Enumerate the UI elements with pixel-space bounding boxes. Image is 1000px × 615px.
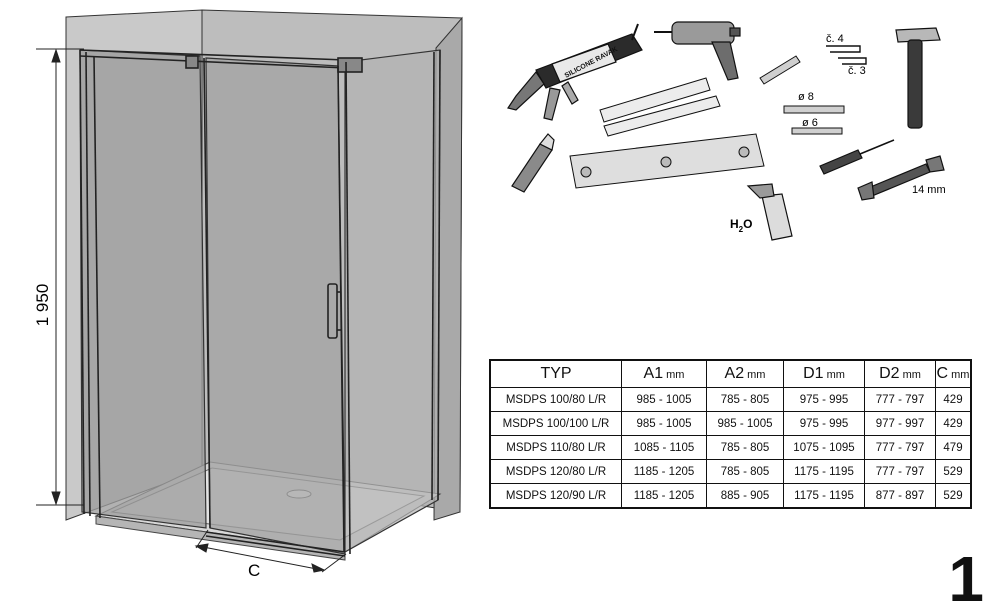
table-cell: 1175 - 1195 — [783, 459, 865, 484]
table-cell: 1185 - 1205 — [621, 459, 707, 484]
table-cell: 479 — [935, 435, 972, 460]
drill-bit-6-label: ø 6 — [802, 117, 818, 129]
table-cell: 529 — [935, 459, 972, 484]
table-cell: MSDPS 110/80 L/R — [489, 435, 622, 460]
table-cell: 877 - 897 — [864, 483, 936, 509]
wrench-icon — [857, 155, 945, 201]
table-cell: 777 - 797 — [864, 435, 936, 460]
screwdriver-icon — [819, 139, 895, 175]
spirit-level-icon — [569, 133, 765, 189]
drill-icon — [654, 21, 741, 81]
height-label: 1 950 — [33, 284, 52, 327]
table-cell: 985 - 1005 — [621, 387, 707, 412]
utility-knife-icon — [511, 133, 555, 193]
column-header-typ: TYP — [489, 359, 622, 388]
table-cell: 985 - 1005 — [706, 411, 784, 436]
water-label: H2O — [730, 217, 752, 234]
height-dimension — [36, 48, 84, 506]
table-cell: 885 - 905 — [706, 483, 784, 509]
hammer-icon — [895, 27, 941, 129]
frame-profiles — [79, 49, 441, 557]
table-cell: 977 - 997 — [864, 411, 936, 436]
hex-key-icon — [826, 45, 867, 65]
drill-bit-icon — [783, 105, 845, 135]
table-cell: 1085 - 1105 — [621, 435, 707, 460]
width-label: C — [248, 561, 260, 580]
hex-key-3-label: č. 3 — [848, 65, 866, 77]
table-row: MSDPS 100/100 L/R 985 - 1005 985 - 1005 … — [489, 411, 972, 436]
table-cell: 785 - 805 — [706, 435, 784, 460]
table-row: MSDPS 110/80 L/R 1085 - 1105 785 - 805 1… — [489, 435, 972, 460]
table-row: MSDPS 120/90 L/R 1185 - 1205 885 - 905 1… — [489, 483, 972, 509]
shower-enclosure-diagram: 1 950 C — [33, 9, 463, 580]
silicone-gun-icon — [507, 23, 643, 121]
table-cell: 777 - 797 — [864, 459, 936, 484]
table-row: MSDPS 120/80 L/R 1185 - 1205 785 - 805 1… — [489, 459, 972, 484]
table-cell: 975 - 995 — [783, 387, 865, 412]
table-cell: MSDPS 120/80 L/R — [489, 459, 622, 484]
table-cell: 785 - 805 — [706, 387, 784, 412]
table-row: MSDPS 100/80 L/R 985 - 1005 785 - 805 97… — [489, 387, 972, 412]
table-cell: 777 - 797 — [864, 387, 936, 412]
table-cell: 529 — [935, 483, 972, 509]
table-cell: MSDPS 120/90 L/R — [489, 483, 622, 509]
width-dimension — [194, 529, 347, 573]
table-cell: 985 - 1005 — [621, 411, 707, 436]
tools-illustration: SILICONE RAVAK č. 4 č. 3 ø 8 ø 6 — [507, 21, 946, 241]
folding-rule-icon — [599, 77, 721, 137]
step-number: 1 — [948, 543, 984, 615]
table-cell: 1185 - 1205 — [621, 483, 707, 509]
table-cell: 975 - 995 — [783, 411, 865, 436]
drill-bit-8-label: ø 8 — [798, 91, 814, 103]
table-cell: 785 - 805 — [706, 459, 784, 484]
spray-bottle-icon — [746, 183, 793, 241]
wrench-size-label: 14 mm — [912, 184, 946, 196]
table-cell: MSDPS 100/80 L/R — [489, 387, 622, 412]
glass-panels — [79, 49, 441, 555]
door-handle-icon — [327, 283, 341, 339]
table-cell: 1075 - 1095 — [783, 435, 865, 460]
table-cell: MSDPS 100/100 L/R — [489, 411, 622, 436]
table-cell: 1175 - 1195 — [783, 483, 865, 509]
hex-key-4-label: č. 4 — [826, 33, 844, 45]
pencil-icon — [759, 55, 801, 85]
table-cell: 429 — [935, 387, 972, 412]
table-cell: 429 — [935, 411, 972, 436]
